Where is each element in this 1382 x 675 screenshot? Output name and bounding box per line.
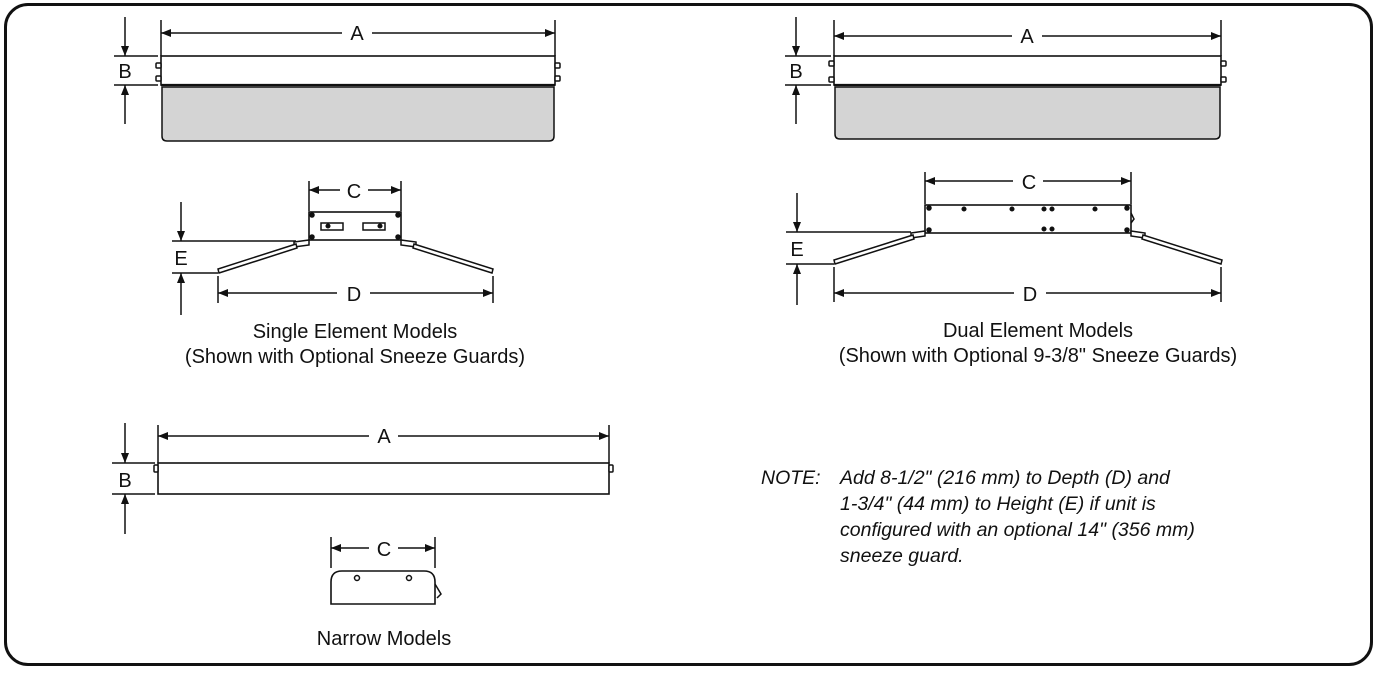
dual-caption-title: Dual Element Models xyxy=(942,320,1134,342)
note-line: configured with an optional 14" (356 mm) xyxy=(840,519,1195,541)
single-caption-title: Single Element Models xyxy=(252,321,458,343)
note-text: Add 8-1/2" (216 mm) to Depth (D) and 1-3… xyxy=(840,465,1195,569)
dual-dim-c-label: C xyxy=(1022,172,1036,194)
note-line: Add 8-1/2" (216 mm) to Depth (D) and xyxy=(840,467,1170,489)
single-dim-b-label: B xyxy=(118,61,131,83)
dual-element-housing xyxy=(924,204,1132,234)
narrow-unit-top xyxy=(157,462,610,495)
single-unit-top xyxy=(160,55,556,86)
dual-caption: Dual Element Models (Shown with Optional… xyxy=(768,319,1308,369)
narrow-dim-b-label: B xyxy=(118,470,131,492)
single-glass-panel xyxy=(161,86,555,142)
narrow-side-view xyxy=(330,537,442,605)
dual-side-view xyxy=(786,172,1223,305)
single-caption-subtitle: (Shown with Optional Sneeze Guards) xyxy=(184,346,526,368)
narrow-top-view xyxy=(112,423,614,534)
dual-glass-panel xyxy=(834,86,1221,140)
narrow-caption: Narrow Models xyxy=(234,627,534,652)
narrow-dim-c-label: C xyxy=(377,539,391,561)
single-side-view xyxy=(172,181,494,315)
dual-dim-b-label: B xyxy=(789,61,802,83)
dual-dim-d-label: D xyxy=(1023,284,1037,306)
single-dim-e-label: E xyxy=(174,248,187,270)
dual-caption-subtitle: (Shown with Optional 9-3/8" Sneeze Guard… xyxy=(838,345,1238,367)
diagram-border xyxy=(4,3,1373,666)
dual-dim-a-label: A xyxy=(1020,26,1034,48)
dual-top-view xyxy=(785,17,1227,140)
dual-dim-e-label: E xyxy=(790,239,803,261)
single-dim-c-label: C xyxy=(347,181,361,203)
narrow-caption-title: Narrow Models xyxy=(316,628,452,650)
note-line: sneeze guard. xyxy=(840,545,964,567)
single-caption: Single Element Models (Shown with Option… xyxy=(110,320,600,370)
note-prefix: NOTE: xyxy=(761,467,821,489)
dual-unit-top xyxy=(833,55,1222,86)
note-line: 1-3/4" (44 mm) to Height (E) if unit is xyxy=(840,493,1156,515)
single-dim-a-label: A xyxy=(350,23,364,45)
single-top-view xyxy=(114,17,561,142)
narrow-dim-a-label: A xyxy=(377,426,391,448)
single-dim-d-label: D xyxy=(347,284,361,306)
narrow-element-housing xyxy=(330,570,436,605)
